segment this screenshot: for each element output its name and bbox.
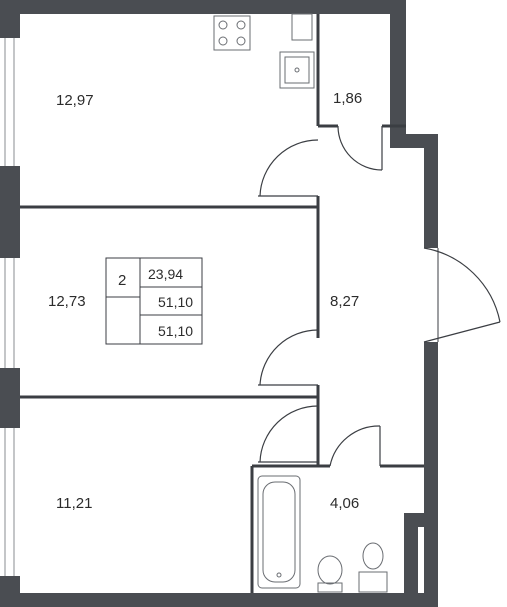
wc-tank-icon	[291, 13, 313, 41]
stove-icon	[213, 15, 251, 51]
total-area-2: 51,10	[158, 323, 193, 339]
room-label-wc: 1,86	[333, 90, 362, 107]
toilet-icon	[317, 555, 343, 593]
door-swings	[258, 125, 501, 467]
room-label-kitchen: 12,97	[56, 92, 94, 109]
entry-opening	[424, 248, 438, 342]
total-area: 51,10	[158, 294, 193, 310]
living-area: 23,94	[148, 266, 183, 282]
washbasin-icon	[358, 542, 388, 593]
room-label-bedroom: 12,73	[48, 293, 86, 310]
room-label-room3: 11,21	[56, 495, 92, 512]
room-label-hall: 8,27	[330, 293, 359, 310]
interior-walls	[20, 14, 424, 593]
sink-icon	[279, 51, 315, 89]
summary-box	[105, 257, 203, 345]
room-label-bathroom: 4,06	[330, 495, 359, 512]
windows-left	[0, 38, 20, 576]
bathtub-icon	[257, 475, 301, 589]
rooms-count: 2	[118, 272, 126, 289]
